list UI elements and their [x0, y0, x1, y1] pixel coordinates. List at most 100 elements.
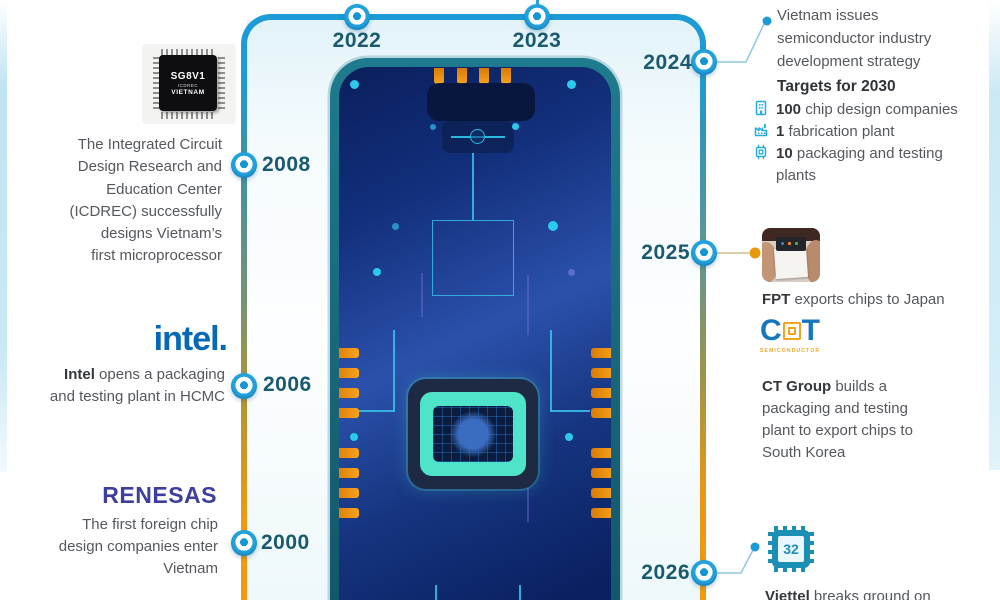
- year-label-2000: 2000: [261, 531, 310, 554]
- fpt-photo: [762, 228, 820, 282]
- ct-line: packaging and testing: [762, 400, 908, 417]
- board-dot: [567, 80, 576, 89]
- trace-v: [435, 585, 437, 600]
- chip32-pins-left: [768, 532, 773, 566]
- fpt-bold: FPT: [762, 291, 791, 308]
- side-pad: [591, 348, 611, 358]
- ct-description: CT Group builds a packaging and testing …: [762, 376, 913, 464]
- board-dot: [565, 433, 573, 441]
- year-label-2025: 2025: [641, 241, 690, 264]
- chip32-pins-top: [774, 526, 808, 531]
- chip32-pins-right: [809, 532, 814, 566]
- board-dot: [350, 433, 358, 441]
- fpt-logo-dot: [788, 242, 791, 245]
- target-line: 10 packaging and testing: [776, 143, 943, 165]
- target-label: packaging and testing: [792, 145, 943, 162]
- fpt-logo-dot: [795, 242, 798, 245]
- node-2006: [231, 373, 257, 399]
- ct-logo-subtext: SEMICONDUCTOR: [760, 348, 821, 354]
- chip-pins-right: [218, 57, 225, 109]
- trace-stem: [472, 153, 474, 220]
- fpt-rest: exports chips to Japan: [790, 291, 945, 308]
- target-text: 1 fabrication plant: [776, 121, 894, 143]
- chip32-value: 32: [778, 536, 804, 562]
- target-value: 10: [776, 145, 793, 162]
- viettel-bold: Viettel: [765, 588, 810, 600]
- node-2025: [691, 240, 717, 266]
- year-label-2023: 2023: [512, 29, 562, 52]
- icdrec-line: Education Center: [106, 180, 222, 198]
- target-item-fab: 1 fabrication plant: [753, 121, 894, 143]
- trace-v: [393, 330, 395, 411]
- timeline-right-line: [700, 70, 706, 600]
- cpu-die: [433, 406, 513, 462]
- side-pad: [339, 488, 359, 498]
- target-text: 100 chip design companies: [776, 99, 958, 121]
- top-pad: [501, 68, 511, 84]
- icdrec-line: The Integrated Circuit: [77, 136, 222, 153]
- event-2024-line: development strategy: [777, 53, 921, 70]
- trace-faint: [527, 488, 529, 522]
- side-pad: [339, 508, 359, 518]
- chip-pins-top: [161, 49, 215, 56]
- side-pad: [339, 348, 359, 358]
- chip-pins-left: [153, 57, 160, 109]
- target-label: fabrication plant: [784, 123, 895, 140]
- ct-logo-row: C T: [760, 316, 820, 346]
- ct-rest: builds a: [831, 378, 888, 395]
- node-2024: [691, 49, 717, 75]
- targets-title: Targets for 2030: [777, 78, 896, 95]
- node-2023: [524, 4, 550, 30]
- cpu-chip: [408, 379, 538, 489]
- intel-bold: Intel: [64, 366, 95, 383]
- fpt-box: [773, 246, 809, 280]
- camera-notch: [427, 83, 535, 121]
- chip32-pins-bottom: [774, 567, 808, 572]
- icdrec-line: (ICDREC) successfully: [69, 202, 222, 220]
- renesas-line: The first foreign chip: [82, 516, 218, 533]
- trace-rect: [432, 220, 514, 296]
- sensor-module: [442, 121, 514, 153]
- icdrec-chip-photo: SG8V1 ICDREC VIETNAM: [143, 45, 235, 123]
- ct-chip-inner: [787, 327, 796, 335]
- icdrec-chip-body: SG8V1 ICDREC VIETNAM: [159, 55, 217, 111]
- side-pad: [339, 368, 359, 378]
- renesas-line: design companies enter: [58, 538, 218, 555]
- circuit-phone-graphic: [330, 58, 620, 600]
- board-dot: [548, 221, 558, 231]
- year-label-2022: 2022: [332, 29, 382, 52]
- right-edge-tint: [989, 0, 1000, 470]
- target-value: 100: [776, 101, 802, 118]
- board-dot: [350, 80, 359, 89]
- ct-line: South Korea: [762, 444, 846, 461]
- year-label-2026: 2026: [641, 561, 690, 584]
- intel-description: Intel opens a packaging and testing plan…: [0, 364, 225, 408]
- trace-h: [550, 410, 590, 412]
- ct-letter-t: T: [801, 314, 820, 347]
- viettel-chip-icon: 32: [768, 526, 814, 572]
- side-pad: [339, 448, 359, 458]
- side-pad: [591, 468, 611, 478]
- target-item-packaging: 10 packaging and testing plants: [753, 143, 943, 187]
- side-pad: [339, 388, 359, 398]
- chip-label-org: ICDREC: [177, 82, 199, 88]
- top-pad: [479, 68, 489, 84]
- fpt-chip-tray: [776, 237, 806, 251]
- renesas-logo: RENESAS: [102, 482, 217, 508]
- year-label-2024: 2024: [643, 51, 692, 74]
- node-2026: [691, 560, 717, 586]
- event-2024-line: Vietnam issues: [777, 7, 879, 24]
- trace-v: [550, 330, 552, 411]
- side-pad: [591, 448, 611, 458]
- fpt-logo-dot: [781, 242, 784, 245]
- viettel-rest: breaks ground on: [809, 588, 931, 600]
- icdrec-line: Design Research and: [77, 158, 222, 176]
- event-2024-description: Vietnam issues semiconductor industry de…: [777, 4, 931, 73]
- chip-label-country: VIETNAM: [171, 88, 205, 96]
- chip-icon: [755, 144, 767, 160]
- node-2022: [344, 4, 370, 30]
- icdrec-description: The Integrated Circuit Design Research a…: [0, 134, 222, 268]
- icdrec-line: first microprocessor: [91, 247, 222, 265]
- trace-faint: [527, 275, 529, 335]
- factory-icon: [754, 124, 768, 137]
